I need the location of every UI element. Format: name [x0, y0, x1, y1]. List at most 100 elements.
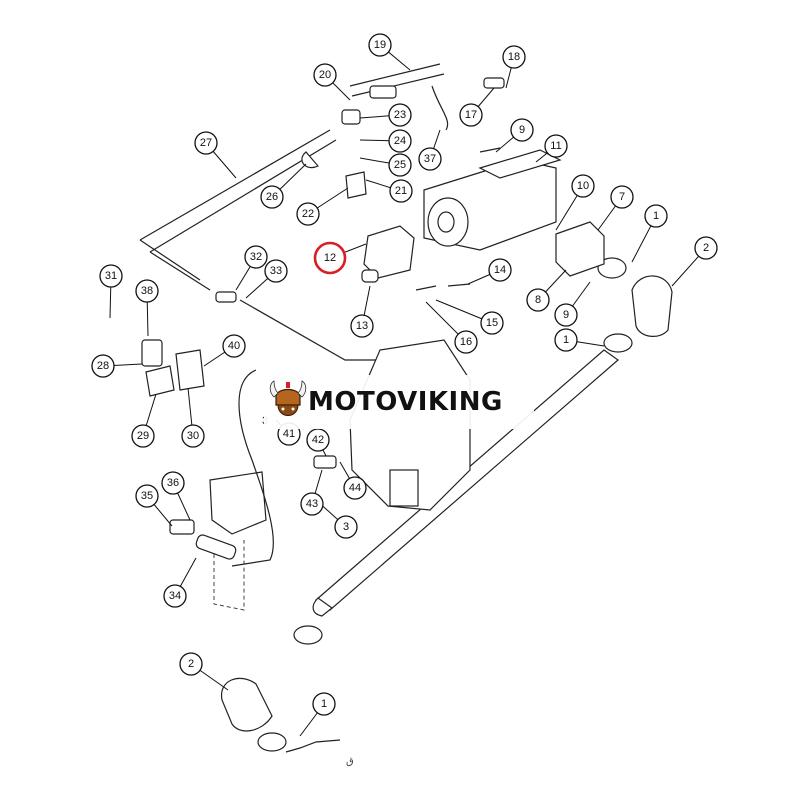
- callout: 37: [418, 147, 442, 171]
- callout-label: 30: [187, 430, 199, 442]
- callout: 11: [544, 134, 568, 158]
- callout-label: 15: [486, 317, 498, 329]
- callout-label: 17: [465, 109, 477, 121]
- callout-circle: [368, 33, 392, 57]
- callout-circle: [526, 288, 550, 312]
- callout: 44: [343, 476, 367, 500]
- callout-circle: [296, 202, 320, 226]
- callout-label: 2: [188, 658, 194, 670]
- callout: 10: [571, 174, 595, 198]
- callout-circle: [388, 103, 412, 127]
- callout: 24: [388, 129, 412, 153]
- callout-label: 12: [324, 252, 336, 264]
- callout-label: 1: [653, 210, 659, 222]
- callout-circle: [131, 424, 155, 448]
- callout: 1: [554, 328, 578, 352]
- callout-circle: [260, 185, 284, 209]
- callout: 9: [554, 303, 578, 327]
- callout-group: 1112237899101112131415161718192021222324…: [91, 33, 718, 716]
- callout: 1: [644, 204, 668, 228]
- callout-circle: [222, 334, 246, 358]
- callout: 34: [163, 584, 187, 608]
- callout: 18: [502, 45, 526, 69]
- callout: 25: [388, 153, 412, 177]
- callout: 13: [350, 314, 374, 338]
- callout: 21: [389, 179, 413, 203]
- callout: 20: [313, 63, 337, 87]
- callout-circle: [610, 185, 634, 209]
- callout: 36: [161, 471, 185, 495]
- callout: 29: [131, 424, 155, 448]
- callout-label: 21: [395, 185, 407, 197]
- callout-label: 7: [619, 191, 625, 203]
- callout-label: 8: [535, 294, 541, 306]
- callout: 1: [312, 692, 336, 716]
- callout-circle: [343, 476, 367, 500]
- callout-label: 33: [270, 265, 282, 277]
- callout-circle: [334, 515, 358, 539]
- callout-circle: [99, 264, 123, 288]
- callout-circle: [264, 259, 288, 283]
- callout-circle: [389, 179, 413, 203]
- callout: 19: [368, 33, 392, 57]
- callout: 14: [488, 258, 512, 282]
- callout-circle: [694, 236, 718, 260]
- callout: 2: [694, 236, 718, 260]
- callout-label: 11: [550, 140, 561, 152]
- callout: 27: [194, 131, 218, 155]
- callout-label: 9: [519, 124, 525, 136]
- callout-label: 23: [394, 109, 406, 121]
- callout-label: 2: [703, 242, 709, 254]
- callout-label: 25: [394, 159, 406, 171]
- callout-circle: [388, 153, 412, 177]
- brand-name: MOTOVIKING: [308, 387, 503, 417]
- callout-circle: [135, 484, 159, 508]
- callout-label: 36: [167, 477, 179, 489]
- callout-label: 13: [356, 320, 368, 332]
- callout-label: 1: [321, 698, 327, 710]
- callout-label: 10: [577, 180, 589, 192]
- callout-label: 16: [460, 336, 472, 348]
- callout-label: 3: [343, 521, 349, 533]
- callout: 3: [334, 515, 358, 539]
- callout-label: 24: [394, 135, 406, 147]
- callout-label: 41: [283, 428, 295, 440]
- callout: 43: [300, 492, 324, 516]
- viking-helmet-icon: [269, 380, 307, 416]
- callout-circle: [554, 328, 578, 352]
- callout: 23: [388, 103, 412, 127]
- callout-circle: [510, 118, 534, 142]
- callout: 15: [480, 311, 504, 335]
- callout-circle: [571, 174, 595, 198]
- callout: 42: [306, 428, 330, 452]
- callout: 40: [222, 334, 246, 358]
- callout-circle: [313, 241, 347, 275]
- callout-label: 43: [306, 498, 318, 510]
- callout-circle: [163, 584, 187, 608]
- footer-mark: ق: [346, 756, 354, 767]
- callout-circle: [300, 492, 324, 516]
- callout-circle: [91, 354, 115, 378]
- callout: 16: [454, 330, 478, 354]
- callout-label: 28: [97, 360, 109, 372]
- callout-circle: [179, 652, 203, 676]
- callout-circle: [480, 311, 504, 335]
- callout: 30: [181, 424, 205, 448]
- callout-circle: [135, 279, 159, 303]
- callout-circle: [502, 45, 526, 69]
- callout-label: 40: [228, 340, 240, 352]
- callout-label: 20: [319, 69, 331, 81]
- callout-label: 18: [508, 51, 520, 63]
- callout-label: 14: [494, 264, 506, 276]
- callout-label: 32: [250, 251, 262, 263]
- callout-label: 37: [424, 153, 436, 165]
- callout-label: 42: [312, 434, 324, 446]
- callout-circle: [312, 692, 336, 716]
- callout: 31: [99, 264, 123, 288]
- callout-label: 44: [349, 482, 361, 494]
- callout: 28: [91, 354, 115, 378]
- callout-circle: [388, 129, 412, 153]
- callout: 33: [264, 259, 288, 283]
- callout-highlighted: 12: [313, 241, 347, 275]
